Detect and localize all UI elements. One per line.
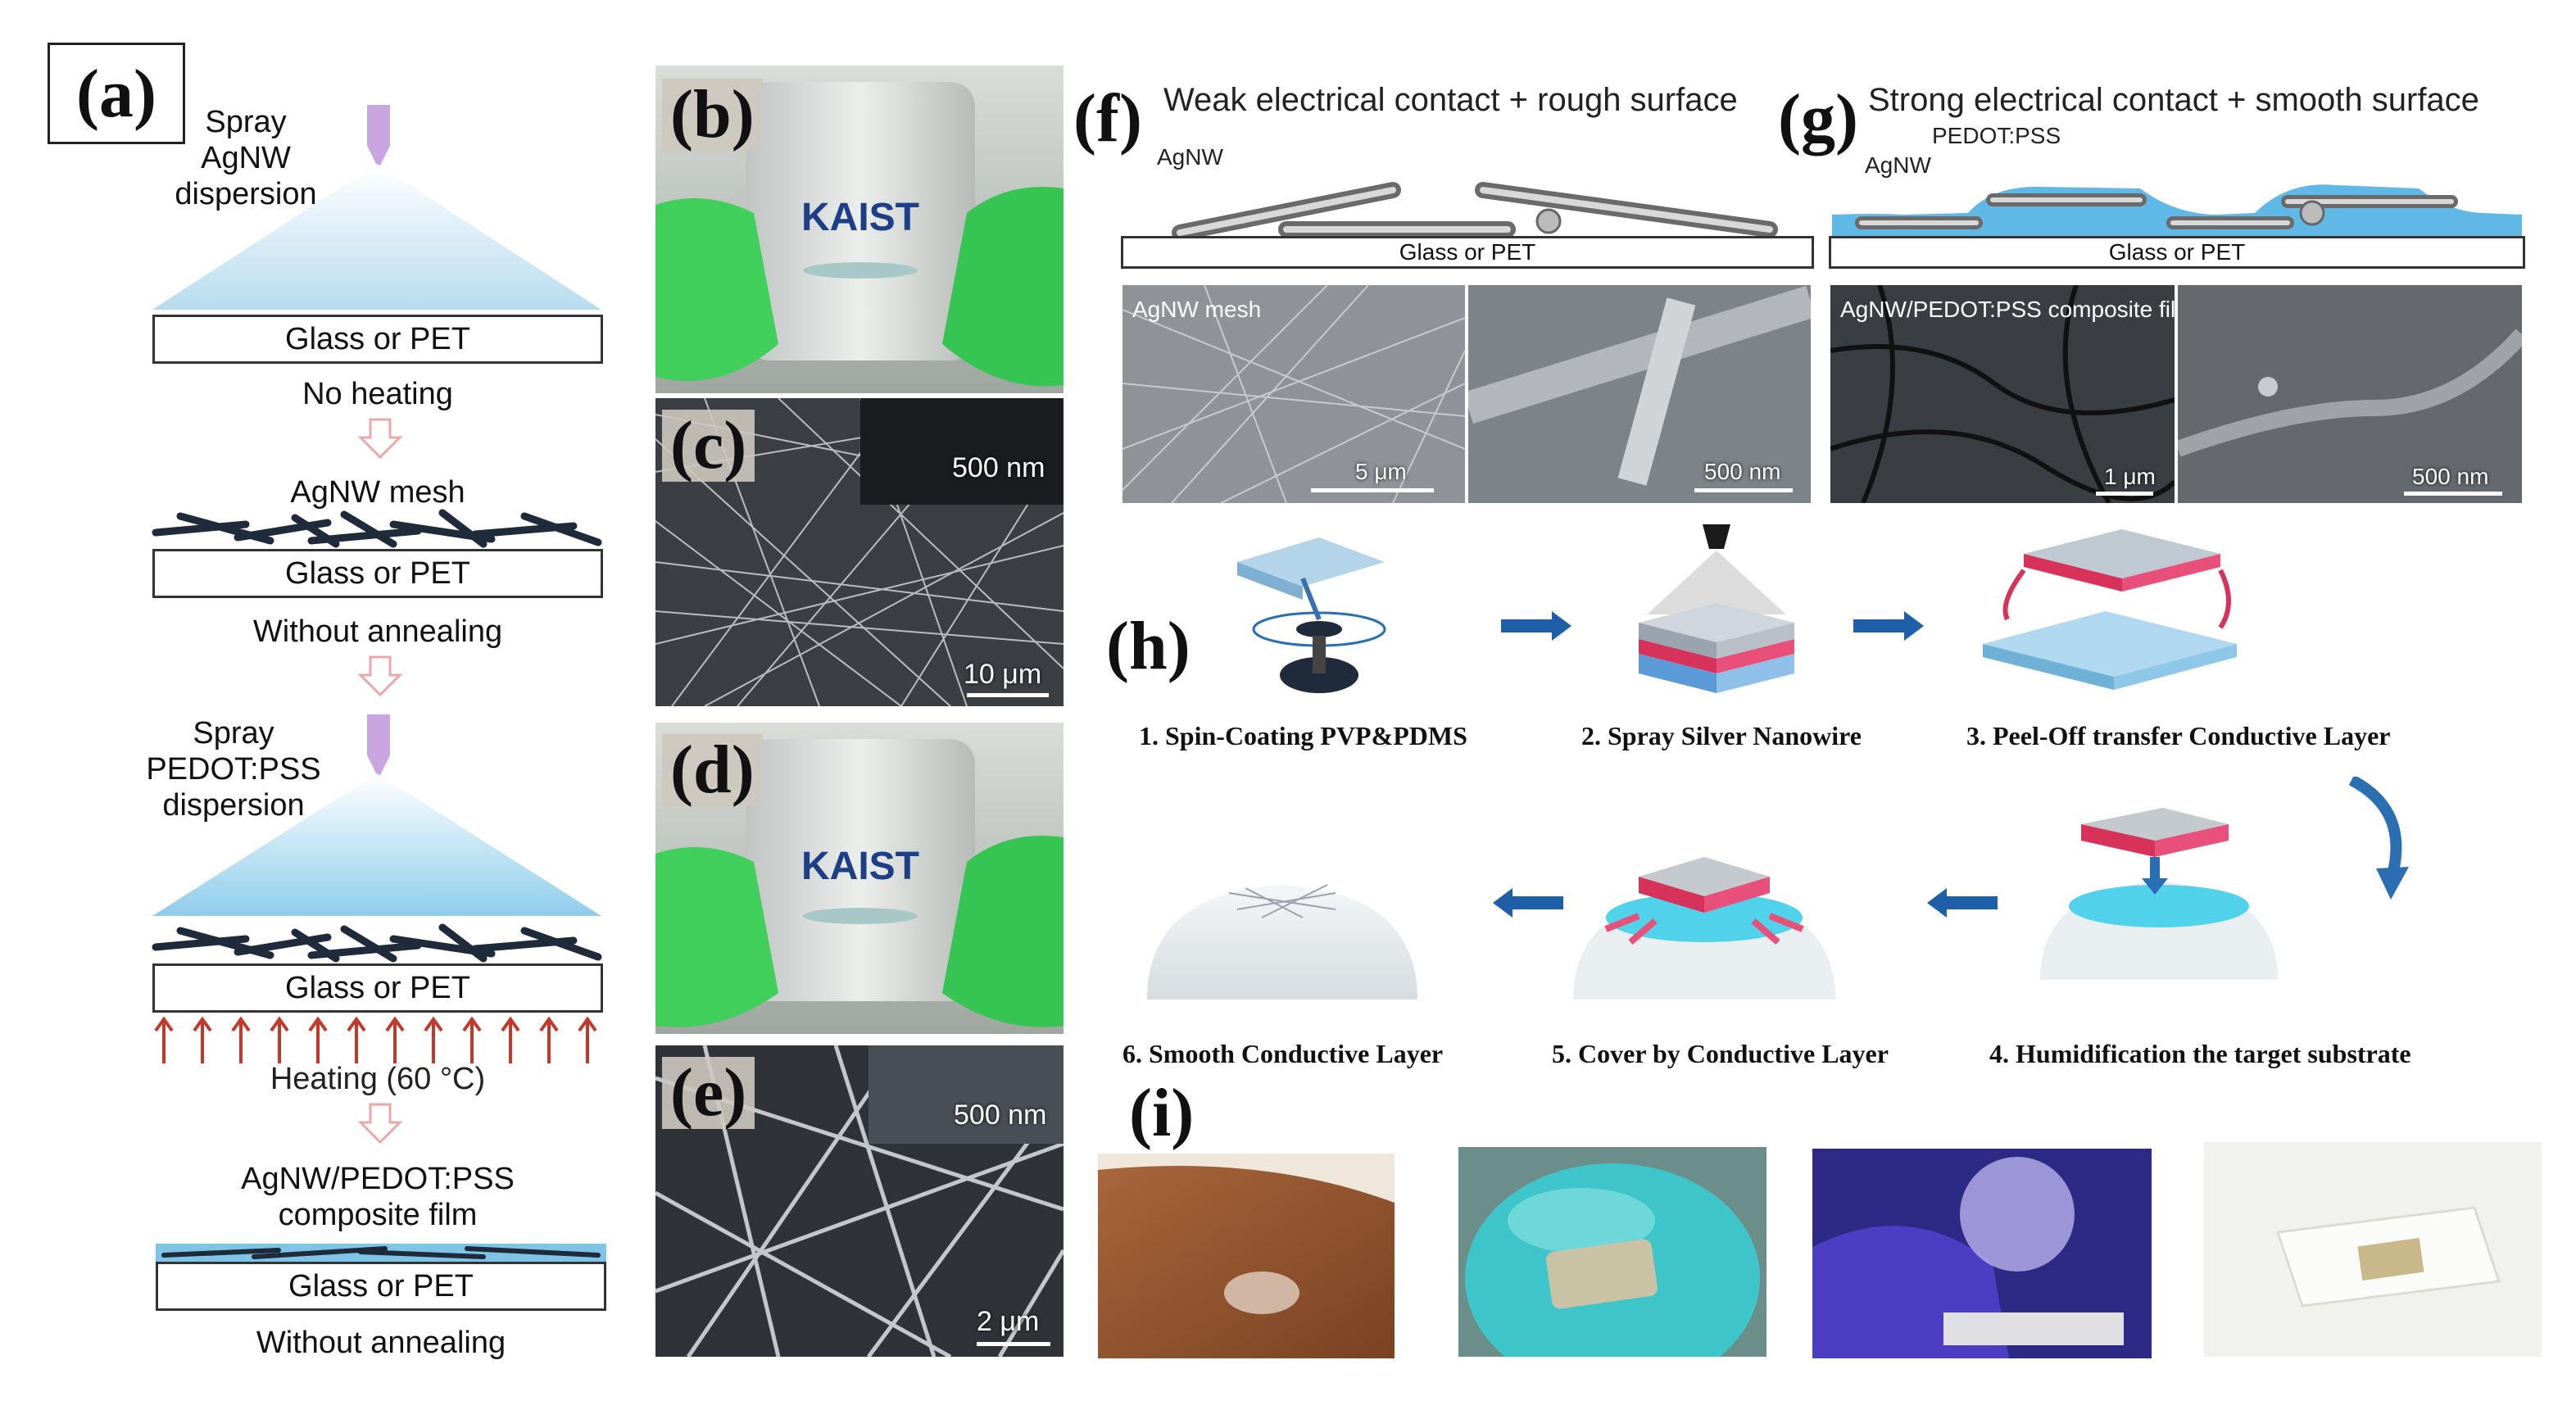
panel-label-d: (d) — [662, 733, 763, 807]
process-arrow-right-icon — [1501, 611, 1571, 641]
composite-text-2: composite film — [278, 1198, 478, 1232]
panel-g-substrate: Glass or PET — [1829, 236, 2525, 269]
panel-g-sem-title: AgNW/PEDOT:PSS composite film — [1840, 297, 2175, 322]
panel-f-scale-left: 5 μm — [1355, 459, 1407, 484]
no-heating-text: No heating — [302, 377, 453, 411]
heat-arrows — [154, 1016, 597, 1063]
scale-bar — [2404, 492, 2502, 496]
process-arrow-left-icon — [1493, 888, 1563, 918]
panel-label-i: (i) — [1129, 1075, 1195, 1151]
spray-cone-2 — [152, 773, 601, 916]
panel-g-film — [1832, 184, 2522, 238]
panel-label-a: (a) — [48, 43, 185, 144]
panel-g-title: Strong electrical contact + smooth surfa… — [1868, 82, 2479, 118]
scale-bar — [967, 693, 1049, 697]
agnw-mesh-illustration — [152, 509, 602, 548]
inset-scale-label-c: 500 nm — [952, 452, 1045, 483]
panel-g-scale-right: 500 nm — [2412, 464, 2489, 489]
step-6-caption: 6. Smooth Conductive Layer — [1122, 1039, 1444, 1068]
spray-agnw-text-1: Spray — [205, 105, 287, 139]
step-3-illustration — [1983, 529, 2237, 690]
panel-f-sem-right: 500 nm — [1468, 285, 1811, 503]
kaist-logo: KAIST — [801, 196, 919, 239]
scale-label-c: 10 μm — [964, 659, 1042, 690]
panel-label-c: (c) — [662, 409, 755, 483]
step-6-illustration — [1147, 884, 1417, 1000]
panel-label-e: (e) — [662, 1056, 755, 1130]
scale-bar — [1694, 488, 1793, 492]
panel-label-h: (h) — [1106, 608, 1190, 684]
step-5-illustration — [1573, 857, 1835, 1000]
panel-f-scale-right: 500 nm — [1704, 459, 1781, 484]
photo-fabric-substrate — [2204, 1142, 2542, 1357]
without-annealing-text-1: Without annealing — [252, 614, 503, 649]
panel-f-nanowires — [1172, 182, 1778, 241]
panel-g-agnw-label: AgNW — [1865, 152, 1931, 178]
panel-g-sem-right: 500 nm — [2178, 285, 2522, 503]
spray-pedot-text-3: dispersion — [162, 788, 305, 823]
panel-f-sem-title: AgNW mesh — [1132, 297, 1262, 322]
step-1-caption: 1. Spin-Coating PVP&PDMS — [1139, 721, 1467, 750]
scale-bar — [1311, 488, 1434, 492]
step-4-caption: 4. Humidification the target substrate — [1989, 1039, 2411, 1068]
scale-label-e: 2 μm — [977, 1306, 1040, 1337]
process-arrow-curved-icon — [2348, 777, 2409, 900]
agnw-mesh-text: AgNW mesh — [290, 475, 465, 510]
panel-g-pedot-label: PEDOT:PSS — [1932, 123, 2061, 148]
inset-scale-label-e: 500 nm — [954, 1099, 1047, 1131]
agnw-mesh-illustration — [152, 923, 602, 963]
step-1-illustration — [1237, 537, 1386, 693]
without-annealing-text-2: Without annealing — [256, 1326, 506, 1360]
spray-cone-1 — [152, 164, 601, 310]
photo-skin-forearm — [1098, 1154, 1395, 1358]
spray-nozzle-icon — [367, 105, 390, 169]
substrate-slab-4: Glass or PET — [156, 1262, 606, 1311]
panel-d-photo: KAIST — [655, 723, 1064, 1034]
panel-label-f: (f) — [1073, 80, 1142, 156]
step-5-caption: 5. Cover by Conductive Layer — [1552, 1039, 1889, 1068]
spray-pedot-text-2: PEDOT:PSS — [146, 752, 321, 787]
step-2-illustration — [1639, 524, 1794, 693]
arrow-down-icon — [357, 1103, 403, 1144]
panel-label-g: (g) — [1778, 80, 1858, 156]
panel-f-title: Weak electrical contact + rough surface — [1163, 82, 1738, 118]
arrow-down-icon — [357, 655, 403, 696]
spray-pedot-text-1: Spray — [193, 716, 274, 750]
panel-label-b: (b) — [662, 78, 763, 152]
panel-f-substrate: Glass or PET — [1121, 236, 1814, 269]
composite-film-illustration — [156, 1244, 606, 1262]
spray-agnw-text-2: AgNW — [201, 141, 291, 175]
inset-sem-c — [860, 398, 1064, 505]
scale-bar — [977, 1342, 1050, 1346]
step-4-illustration — [2040, 808, 2278, 980]
panel-e-sem: 500 nm 2 μm — [655, 1045, 1064, 1357]
photo-purple-glove — [1812, 1149, 2152, 1358]
process-arrow-left-icon — [1927, 888, 1998, 918]
substrate-slab-3: Glass or PET — [152, 963, 603, 1013]
step-3-caption: 3. Peel-Off transfer Conductive Layer — [1966, 721, 2391, 750]
process-arrow-right-icon — [1853, 611, 1924, 641]
panel-b-photo: KAIST — [655, 66, 1064, 393]
spray-nozzle-icon — [367, 714, 390, 778]
scale-bar — [2096, 492, 2153, 496]
arrow-down-icon — [357, 418, 403, 459]
panel-f-agnw-label: AgNW — [1157, 144, 1223, 170]
panel-f-sem-left: AgNW mesh 5 μm — [1122, 285, 1465, 503]
composite-text-1: AgNW/PEDOT:PSS — [241, 1162, 515, 1196]
photo-contact-lens — [1458, 1147, 1766, 1357]
substrate-slab-2: Glass or PET — [152, 549, 603, 598]
step-2-caption: 2. Spray Silver Nanowire — [1581, 721, 1862, 750]
panel-g-scale-left: 1 μm — [2104, 464, 2156, 489]
inset-sem-e — [868, 1045, 1064, 1144]
heating-text: Heating (60 °C) — [270, 1062, 486, 1096]
spray-agnw-text-3: dispersion — [175, 177, 317, 211]
kaist-logo: KAIST — [801, 845, 919, 888]
substrate-slab-1: Glass or PET — [152, 315, 603, 364]
panel-g-sem-left: AgNW/PEDOT:PSS composite film 1 μm — [1830, 285, 2175, 503]
